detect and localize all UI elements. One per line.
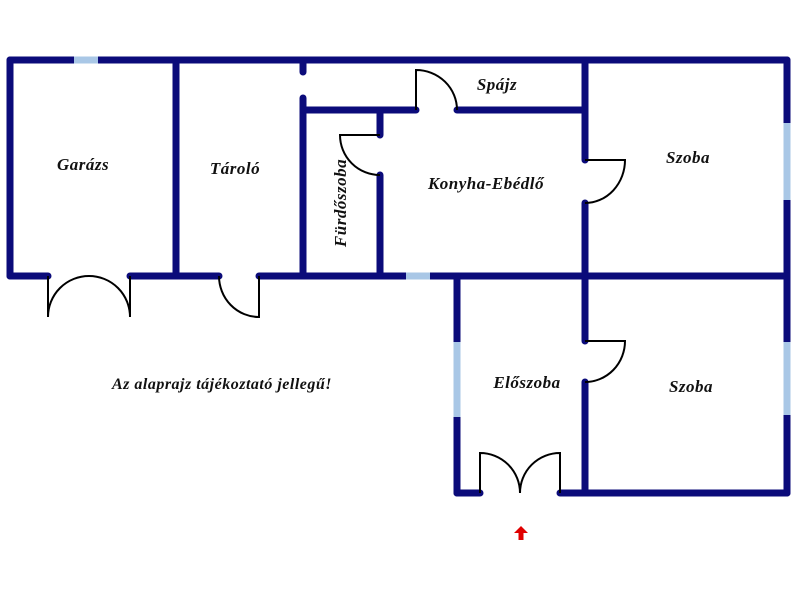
label-storage: Tároló bbox=[210, 159, 260, 178]
label-bathroom: Fürdőszoba bbox=[331, 159, 350, 248]
pantry-door bbox=[415, 68, 458, 111]
labels: Garázs Tároló Fürdőszoba Spájz Konyha-Eb… bbox=[57, 75, 713, 396]
disclaimer-note: Az alaprajz tájékoztató jellegű! bbox=[111, 376, 332, 393]
label-room-lower: Szoba bbox=[669, 377, 713, 396]
entrance-door bbox=[479, 451, 561, 494]
garage-door bbox=[47, 274, 131, 318]
room-upper-door bbox=[584, 159, 627, 204]
label-room-upper: Szoba bbox=[666, 148, 710, 167]
label-garage: Garázs bbox=[57, 155, 109, 174]
label-pantry: Spájz bbox=[477, 75, 517, 94]
label-hall: Előszoba bbox=[492, 373, 560, 392]
storage-door bbox=[218, 275, 260, 319]
windows bbox=[74, 56, 791, 417]
label-kitchen-dining: Konyha-Ebédlő bbox=[427, 174, 545, 193]
walls bbox=[6, 56, 791, 497]
doors bbox=[47, 68, 627, 494]
up-arrow-icon bbox=[514, 526, 528, 540]
bathroom-door bbox=[338, 134, 381, 176]
room-lower-door bbox=[584, 340, 627, 383]
